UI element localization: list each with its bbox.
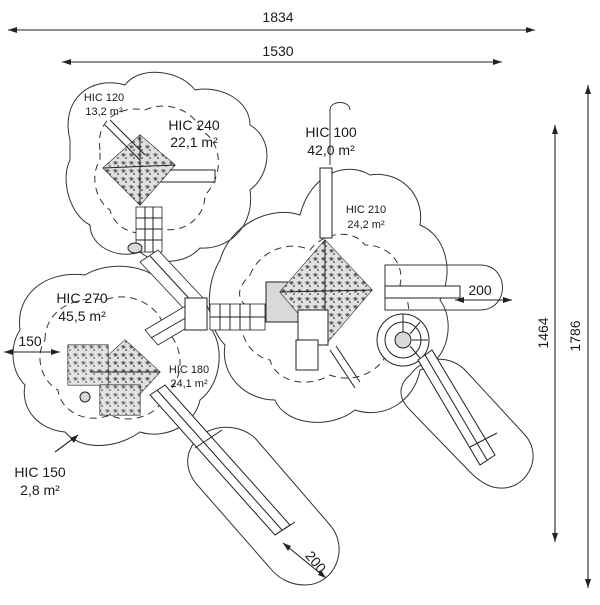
zone-area-hic100: 42,0 m² — [307, 142, 355, 158]
zone-label-hic180: HIC 180 — [169, 364, 209, 376]
slide-bottom-right — [417, 349, 498, 466]
dim-left: 150 — [18, 333, 42, 349]
slide-bottom — [149, 384, 296, 536]
zone-slide-top-right — [329, 102, 351, 165]
tower-center-right — [265, 167, 461, 389]
dim-right-inner: 1464 — [535, 317, 551, 348]
bridges — [139, 249, 266, 346]
zone-outline-top-left — [65, 71, 268, 262]
zone-label-hic120: HIC 120 — [84, 92, 124, 104]
tower-top-left — [102, 119, 216, 254]
step-center — [295, 339, 319, 371]
zone-outline-left — [12, 265, 220, 446]
zone-label-hic270: HIC 270 — [56, 290, 108, 306]
dim-top-inner: 1530 — [262, 43, 293, 59]
structures — [67, 119, 498, 536]
zone-label-hic240: HIC 240 — [168, 117, 220, 133]
tower-left — [67, 339, 161, 416]
zone-labels: HIC 120 13,2 m² HIC 240 22,1 m² HIC 100 … — [14, 92, 386, 498]
dim-top-outer: 1834 — [262, 9, 293, 25]
slide-right-bar — [384, 285, 461, 299]
zone-slide-right — [384, 264, 503, 311]
zone-area-hic180: 24,1 m² — [170, 378, 208, 390]
zone-slide-bottom-right — [400, 358, 534, 489]
zone-label-hic210: HIC 210 — [346, 204, 386, 216]
zone-label-hic100: HIC 100 — [305, 124, 357, 140]
zone-label-hic150: HIC 150 — [14, 464, 66, 480]
dimension-lines — [4, 27, 591, 588]
zone-dashed-top-left — [94, 105, 219, 234]
zone-area-hic270: 45,5 m² — [58, 308, 106, 324]
dim-right-outer: 1786 — [567, 320, 583, 351]
zone-area-hic210: 24,2 m² — [347, 219, 385, 231]
zone-area-hic240: 22,1 m² — [170, 134, 218, 150]
zone-area-hic150: 2,8 m² — [20, 482, 60, 498]
zone-area-hic120: 13,2 m² — [85, 106, 123, 118]
slide-top — [319, 167, 333, 239]
dim-slide-bottom: 200 — [302, 548, 329, 576]
dim-slide-right: 200 — [468, 282, 492, 298]
center-platform — [184, 297, 208, 331]
zone-slide-bottom — [187, 426, 340, 586]
